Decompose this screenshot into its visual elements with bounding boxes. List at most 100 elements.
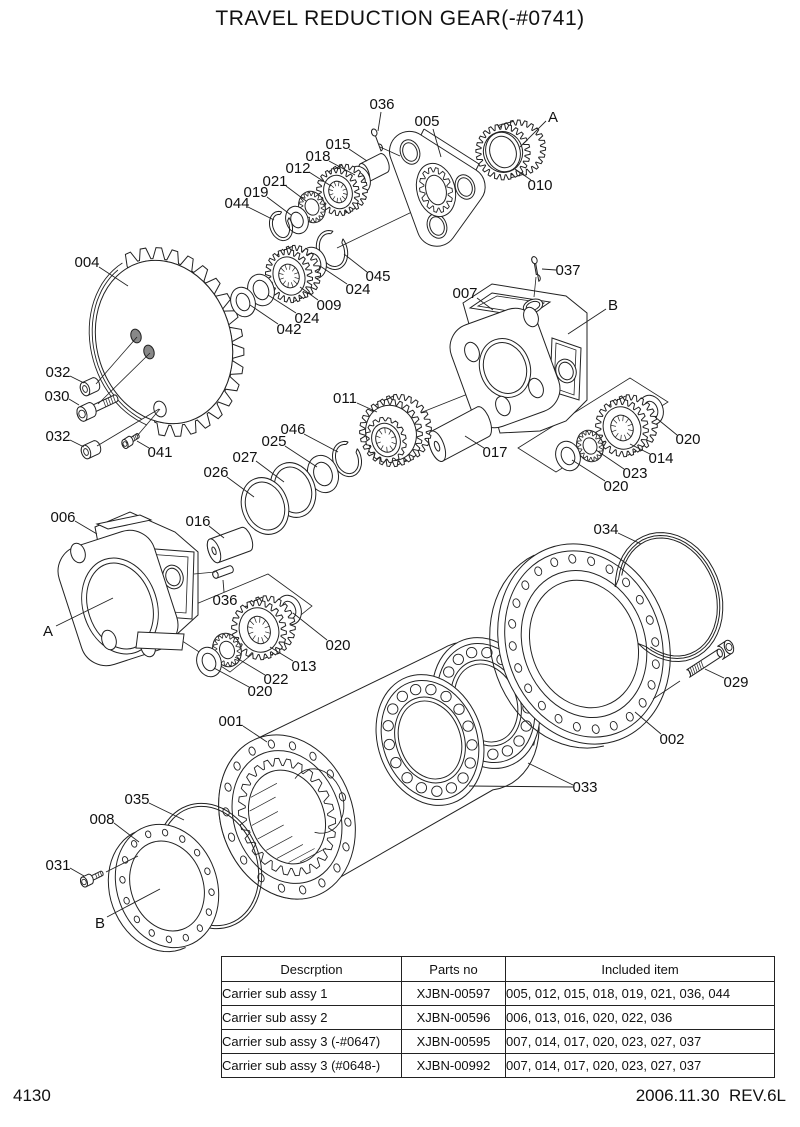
- part-037-pin: [531, 256, 541, 282]
- part-label-011: 011: [333, 390, 357, 407]
- part-020-washer-c: [555, 440, 581, 472]
- part-005-carrier-plate: [388, 128, 486, 247]
- part-044-snap-ring: [269, 210, 293, 242]
- part-046-snap-ring: [331, 440, 362, 478]
- row-description: Carrier sub assy 1: [221, 981, 402, 1006]
- part-label-020: 020: [247, 683, 272, 700]
- row-parts-no: XJBN-00595: [401, 1029, 506, 1054]
- part-020-washer-b: [196, 646, 222, 678]
- part-042-washer: [230, 286, 256, 318]
- row-description: Carrier sub assy 2: [221, 1005, 402, 1030]
- part-label-046: 046: [280, 421, 305, 438]
- leader-line: [377, 111, 382, 132]
- parts-table: Descrption Parts no Included item Carrie…: [221, 956, 775, 1078]
- leader-line: [629, 443, 651, 455]
- leader-line: [222, 579, 225, 593]
- part-label-B: B: [95, 915, 105, 932]
- row-parts-no: XJBN-00597: [401, 981, 506, 1006]
- leader-line: [74, 520, 98, 535]
- leader-line: [292, 612, 328, 641]
- leader-line: [356, 402, 378, 413]
- part-label-035: 035: [124, 791, 149, 808]
- leader-line: [208, 525, 225, 539]
- leader-line: [267, 294, 297, 314]
- part-041-screw: [121, 432, 140, 449]
- part-031-bolt: [79, 870, 104, 888]
- leader-line: [319, 265, 348, 285]
- part-036-pin-top: [370, 128, 384, 152]
- part-label-017: 017: [482, 444, 507, 461]
- part-label-008: 008: [89, 811, 114, 828]
- part-label-013: 013: [291, 658, 316, 675]
- column-header-description: Descrption: [221, 956, 402, 982]
- revision-text: 2006.11.30 REV.6L: [635, 1086, 786, 1105]
- part-002-flange: [489, 543, 671, 749]
- leader-line: [617, 532, 642, 545]
- row-included-items: 007, 014, 017, 020, 023, 027, 037: [505, 1029, 775, 1054]
- part-008-cover-ring: [107, 823, 220, 953]
- leader-line: [136, 440, 150, 449]
- part-label-033: 033: [572, 779, 597, 796]
- part-label-004: 004: [74, 254, 99, 271]
- leader-line: [285, 185, 307, 202]
- leader-line: [148, 802, 185, 821]
- part-006-carrier: [57, 511, 199, 667]
- part-label-044: 044: [224, 195, 249, 212]
- part-label-006: 006: [50, 509, 75, 526]
- part-label-036: 036: [212, 592, 237, 609]
- part-label-018: 018: [305, 148, 330, 165]
- column-header-parts-no: Parts no: [401, 956, 506, 982]
- part-036-pin-mid: [212, 565, 234, 579]
- part-label-029: 029: [723, 674, 748, 691]
- part-label-030: 030: [44, 388, 69, 405]
- leader-line: [269, 646, 294, 662]
- leader-line: [328, 160, 356, 176]
- part-label-016: 016: [185, 513, 210, 530]
- part-label-019: 019: [243, 184, 268, 201]
- leader-line: [595, 449, 625, 470]
- part-019-washer: [285, 205, 309, 235]
- part-label-B: B: [608, 297, 618, 314]
- leader-line: [68, 398, 80, 406]
- leader-line: [242, 725, 268, 743]
- part-label-007: 007: [452, 285, 477, 302]
- table-header-row: Descrption Parts no Included item: [221, 956, 775, 982]
- leader-line: [343, 253, 368, 273]
- row-parts-no: XJBN-00992: [401, 1053, 506, 1078]
- leader-line: [106, 888, 161, 918]
- part-033-bearing-front: [375, 674, 485, 806]
- part-label-A: A: [43, 623, 53, 640]
- row-parts-no: XJBN-00596: [401, 1005, 506, 1030]
- part-label-015: 015: [325, 136, 350, 153]
- leader-line: [567, 308, 607, 335]
- part-label-024: 024: [345, 281, 370, 298]
- part-label-036: 036: [369, 96, 394, 113]
- row-included-items: 005, 012, 015, 018, 019, 021, 036, 044: [505, 981, 775, 1006]
- leader-line: [55, 597, 114, 627]
- part-027-ring: [269, 462, 317, 518]
- part-010-input-gear: [475, 119, 547, 181]
- part-014-planet-gear: [595, 394, 658, 458]
- part-004-ring-gear-cover: [88, 247, 245, 437]
- part-label-012: 012: [285, 160, 310, 177]
- leader-line: [634, 711, 662, 735]
- part-label-041: 041: [147, 444, 172, 461]
- leader-line: [654, 416, 678, 436]
- part-label-045: 045: [365, 268, 390, 285]
- part-label-010: 010: [527, 177, 552, 194]
- leader-line: [284, 445, 318, 468]
- part-label-A: A: [548, 109, 558, 126]
- part-016-shaft: [206, 526, 254, 564]
- part-label-031: 031: [45, 857, 70, 874]
- leader-line: [69, 375, 85, 384]
- row-description: Carrier sub assy 3 (#0648-): [221, 1053, 402, 1078]
- leader-line: [213, 667, 250, 688]
- part-label-002: 002: [659, 731, 684, 748]
- leader-line: [541, 268, 557, 271]
- leader-line: [113, 822, 140, 843]
- part-032-plug-b: [80, 440, 102, 460]
